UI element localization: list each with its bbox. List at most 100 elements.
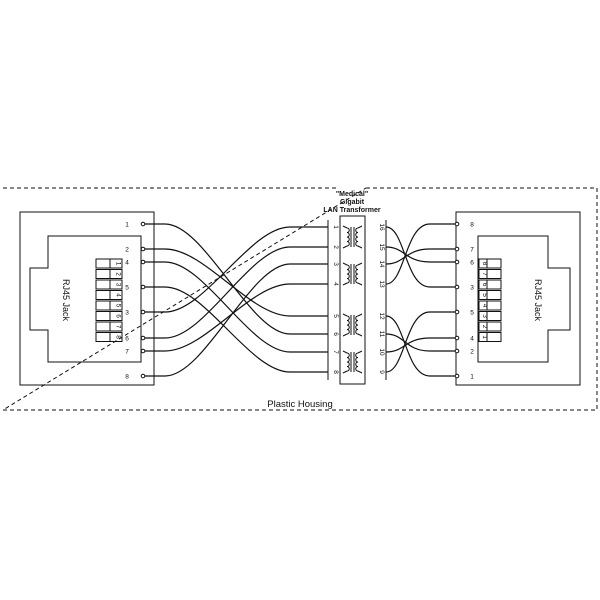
left-terminal-dot [140,259,146,265]
primary-coil [346,227,350,247]
left-pin-number: 4 [115,293,122,297]
right-wire [385,246,455,263]
left-wire [145,283,328,352]
housing-outline [1,187,598,411]
right-terminal-dot [454,348,460,354]
housing-label: Plastic Housing [267,399,332,410]
right-terminal-number: 3 [470,285,474,292]
right-terminal-number: 4 [470,336,474,343]
coil-lead [357,262,363,266]
right-terminal-dot [454,284,460,290]
right-pin-number: 1 [481,335,488,339]
transformer-left-pin: 3 [332,262,339,266]
secondary-coil [355,227,359,247]
lan-transformer: "Medical" Gigabit LAN Transformer 123456… [323,191,387,385]
transformer-right-pin: 10 [378,348,385,356]
right-jack-label: RJ45 Jack [533,279,543,322]
primary-coil [346,315,350,335]
right-wire [385,223,455,285]
coil-lead [342,245,348,249]
left-pin-strip [95,258,123,269]
right-terminal-number: 1 [470,374,474,381]
left-terminal-number: 5 [125,285,129,292]
left-wire [145,261,328,353]
right-terminal-number: 6 [470,260,474,267]
right-pin-strip [478,269,502,279]
transformer-right-pin: 15 [378,243,385,251]
transformer-left-pin: 1 [332,225,339,229]
transformer-left-pin: 6 [332,332,339,336]
left-pin-strip [95,332,123,342]
left-jack-socket [29,235,142,363]
transformer-left-pin: 4 [332,282,339,286]
left-pin-strip [95,269,123,279]
left-terminal-number: 3 [125,310,129,317]
right-pin-strip [478,290,502,300]
left-terminal-dot [140,373,146,379]
transformer-right-pin: 16 [378,223,385,231]
left-terminal-dot [140,246,146,252]
coil-lead [357,225,363,229]
left-terminal-number: 1 [125,222,129,229]
transformer-label-line-1: "Medical" [336,191,368,198]
right-terminal-number: 7 [470,247,474,254]
right-pin-strip [478,311,502,321]
left-terminal-number: 6 [125,336,129,343]
right-terminal-number: 8 [470,222,474,229]
transformer-right-pin: 14 [378,260,385,268]
left-terminal-number: 7 [125,349,129,356]
coil-lead [357,370,363,374]
left-terminal-dot [140,348,146,354]
coil-lead [342,282,348,286]
coil-lead [357,333,363,337]
right-wire [385,333,455,352]
left-terminal-number: 8 [125,374,129,381]
wires [145,223,455,377]
left-pin-strip [95,290,123,300]
left-wire [145,263,328,377]
right-terminal-dot [454,335,460,341]
plastic-housing: Plastic Housing [1,187,598,411]
right-jack-body [455,211,581,386]
coil-lead [342,262,348,266]
left-pin-number: 1 [115,262,122,266]
left-terminal-dot [140,221,146,227]
left-wire [145,286,328,373]
right-pin-strip [478,258,502,269]
left-pin-number: 2 [115,272,122,276]
left-jack-label: RJ45 Jack [61,279,71,322]
left-terminal-dot [140,309,146,315]
right-pin-number: 8 [481,262,488,266]
left-terminal-dot [140,284,146,290]
right-terminal-dot [454,246,460,252]
transformer-coils [342,225,363,374]
transformer-right-pin: 11 [378,331,385,338]
right-pin-number: 3 [481,314,488,318]
coil-lead [342,225,348,229]
coil-lead [342,370,348,374]
coil-lead [357,282,363,286]
secondary-coil [355,315,359,335]
coil-lead [357,245,363,249]
transformer-body [339,215,366,385]
coil-lead [342,350,348,354]
left-terminal-number: 4 [125,260,129,267]
right-terminal-dot [454,259,460,265]
right-pin-number: 4 [481,304,488,308]
right-wire [385,248,455,265]
right-terminal-number: 2 [470,349,474,356]
left-pin-number: 5 [115,304,122,308]
left-pin-strip [95,311,123,321]
right-wire [385,226,455,288]
coil-lead [357,313,363,317]
left-terminal-dot [140,335,146,341]
right-pin-strip [478,332,502,342]
transformer-right-pin: 12 [378,312,385,320]
left-wire [145,248,328,317]
left-pin-strip [95,321,123,332]
